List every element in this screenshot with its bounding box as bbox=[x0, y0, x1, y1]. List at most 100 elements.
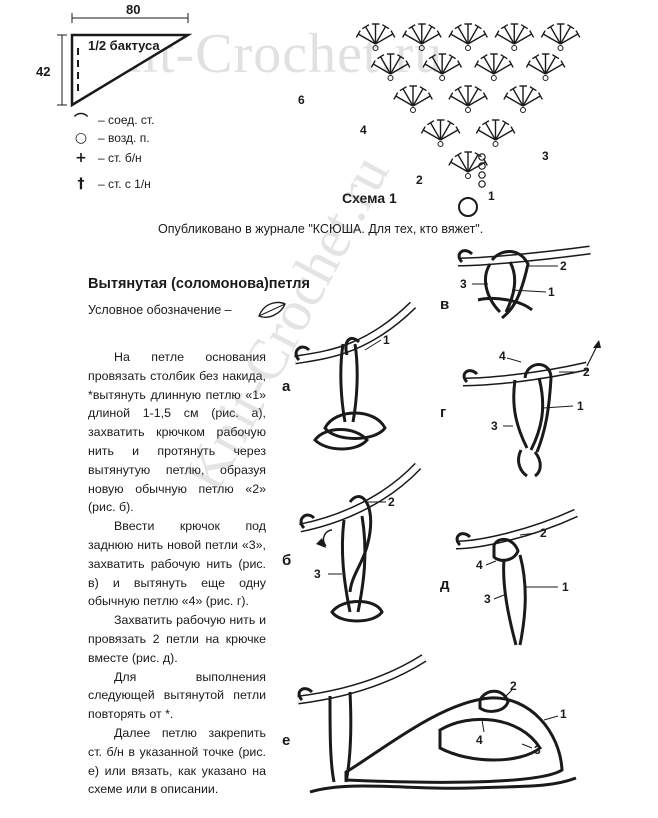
stitch-crossbar bbox=[540, 30, 546, 38]
stitch-crossbar bbox=[377, 54, 385, 60]
stitch-stroke bbox=[549, 26, 562, 45]
stitch-stroke bbox=[429, 122, 442, 141]
stitch-crossbar bbox=[436, 30, 442, 38]
chain-stitch bbox=[372, 45, 379, 51]
stitch-stroke bbox=[544, 56, 557, 75]
figure-g-number: 3 bbox=[491, 419, 498, 433]
figure-b-label: б bbox=[282, 552, 292, 569]
stitch-stroke bbox=[503, 26, 515, 45]
stitch-crossbar bbox=[474, 24, 482, 30]
figure-d-number: 3 bbox=[484, 592, 491, 606]
stitch-stroke bbox=[505, 95, 524, 107]
stitch-crossbar bbox=[560, 60, 566, 68]
stitch-stroke bbox=[467, 161, 486, 173]
chain-stitch bbox=[387, 75, 394, 81]
chain-stitch bbox=[418, 45, 425, 51]
stitch-crossbar bbox=[397, 54, 405, 60]
stitch-stroke bbox=[450, 33, 469, 45]
stitch-stroke bbox=[390, 63, 409, 75]
stitch-stroke bbox=[412, 95, 431, 107]
stitch-stroke bbox=[422, 129, 441, 141]
chain-stitch bbox=[520, 107, 526, 113]
stitch-stroke bbox=[522, 95, 541, 107]
stitch-stroke bbox=[513, 33, 532, 45]
stitch-crossbar bbox=[482, 120, 490, 126]
figure-b-number: 2 bbox=[388, 495, 395, 509]
stitch-crossbar bbox=[510, 126, 516, 134]
stitch-crossbar bbox=[382, 24, 390, 30]
stitch-crossbar bbox=[529, 30, 535, 38]
figure-g-number: 1 bbox=[577, 399, 584, 413]
stitch-crossbar bbox=[419, 86, 427, 92]
stitch-stroke bbox=[467, 154, 479, 173]
stitch-stroke bbox=[457, 88, 469, 107]
scheme-title: Схема 1 bbox=[342, 190, 397, 206]
figure-a-label: а bbox=[282, 378, 291, 395]
stitch-crossbar bbox=[455, 126, 461, 134]
article-paragraph: Для выполнения следующей вытянутой петли… bbox=[88, 669, 266, 722]
stitch-crossbar bbox=[537, 92, 543, 100]
elongated-loop-symbol-icon bbox=[258, 301, 286, 318]
stitch-stroke bbox=[412, 88, 424, 107]
stitch-stroke bbox=[467, 88, 479, 107]
stitch-stroke bbox=[424, 63, 443, 75]
scheme-ring bbox=[458, 197, 478, 217]
stitch-crossbar bbox=[448, 92, 454, 100]
stitch-crossbar bbox=[474, 86, 482, 92]
stitch-stroke bbox=[411, 26, 423, 45]
stitch-crossbar bbox=[427, 120, 435, 126]
article-paragraph: Далее петлю закрепить ст. б/н в указанно… bbox=[88, 725, 266, 797]
figure-e-number: 2 bbox=[510, 679, 517, 693]
legend-label: – возд. п. bbox=[98, 131, 150, 145]
legend-item: ○ – возд. п. bbox=[70, 130, 150, 146]
stitch-crossbar bbox=[547, 24, 555, 30]
stitch-stroke bbox=[467, 95, 486, 107]
stitch-crossbar bbox=[370, 60, 376, 68]
stitch-crossbar bbox=[494, 30, 500, 38]
stitch-stroke bbox=[440, 129, 459, 141]
figure-b-illustration: 2 3 bbox=[299, 462, 422, 623]
figure-e-number: 1 bbox=[560, 707, 567, 721]
stitch-stroke bbox=[483, 56, 495, 75]
legend-label: – ст. с 1/н bbox=[98, 177, 151, 191]
figure-d-number: 4 bbox=[476, 558, 483, 572]
width-label: 80 bbox=[126, 2, 141, 17]
stitch-stroke bbox=[467, 26, 479, 45]
chain-stitch bbox=[437, 141, 444, 147]
article-body: На петле основания провязать столбик без… bbox=[88, 348, 266, 799]
stitch-stroke bbox=[467, 33, 486, 45]
stitch-crossbar bbox=[447, 120, 455, 126]
figure-d-number: 2 bbox=[540, 526, 547, 540]
stitch-crossbar bbox=[393, 92, 399, 100]
stitch-stroke bbox=[450, 161, 469, 173]
publication-note: Опубликовано в журнале "КСЮША. Для тех, … bbox=[158, 222, 484, 236]
stitch-crossbar bbox=[482, 30, 488, 38]
stitch-crossbar bbox=[500, 54, 508, 60]
shawl-inner-label: 1/2 бактуса bbox=[88, 38, 160, 53]
stitch-crossbar bbox=[480, 54, 488, 60]
plus-symbol-icon: + bbox=[75, 150, 87, 166]
stitch-crossbar bbox=[390, 30, 396, 38]
stitch-stroke bbox=[439, 122, 452, 141]
dagger-symbol-icon: † bbox=[77, 176, 85, 192]
stitch-stroke bbox=[457, 154, 469, 173]
stitch-stroke bbox=[441, 63, 460, 75]
arc-symbol-icon: ⌒ bbox=[74, 113, 88, 129]
legend-item: + – ст. б/н bbox=[70, 150, 142, 166]
figure-v-number: 3 bbox=[460, 277, 467, 291]
legend-label: – соед. ст. bbox=[98, 113, 155, 127]
stitch-crossbar bbox=[500, 24, 509, 30]
stitch-stroke bbox=[560, 33, 579, 45]
figure-g-number: 4 bbox=[499, 349, 506, 363]
stitch-crossbar bbox=[420, 126, 426, 134]
stitch-crossbar bbox=[474, 152, 482, 158]
stitch-stroke bbox=[495, 129, 514, 141]
stitch-stroke bbox=[431, 56, 443, 75]
stitch-stroke bbox=[522, 88, 534, 107]
height-label: 42 bbox=[36, 64, 51, 79]
chain-stitch bbox=[542, 75, 549, 81]
stitch-crossbar bbox=[575, 30, 581, 38]
figure-d-illustration: 2 4 3 1 bbox=[455, 508, 578, 646]
stitch-stroke bbox=[527, 63, 546, 75]
stitch-crossbar bbox=[509, 86, 517, 92]
